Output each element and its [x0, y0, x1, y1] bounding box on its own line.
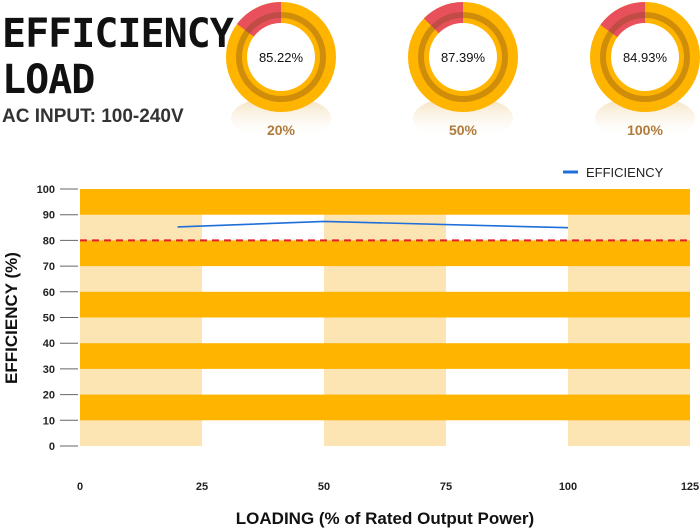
chart-row-band	[80, 343, 690, 369]
chart-row-band	[80, 291, 690, 318]
y-tick-label: 0	[49, 441, 55, 453]
x-tick-label: 50	[318, 481, 330, 493]
y-tick-label: 60	[43, 287, 55, 299]
x-tick-label: 25	[196, 481, 208, 493]
donut-reflection	[231, 96, 331, 140]
y-tick-label: 10	[43, 415, 55, 427]
donut-inner-ring	[236, 12, 326, 102]
donut-load-label: 50%	[449, 122, 478, 138]
chart-row-band	[80, 189, 690, 215]
donut-efficiency-label: 84.93%	[623, 50, 668, 65]
donut-inner-ring	[600, 12, 690, 102]
y-tick-label: 80	[43, 235, 55, 247]
page-title-line2: LOAD	[2, 57, 95, 103]
donut-center	[611, 23, 679, 91]
donut-reflection	[413, 96, 513, 140]
efficiency-donuts: 85.22% 20% 87.39% 50% 84.93% 100%	[226, 2, 700, 140]
x-axis-label: LOADING (% of Rated Output Power)	[236, 509, 534, 528]
x-tick-label: 75	[440, 481, 452, 493]
y-tick-label: 100	[37, 184, 55, 196]
donut-efficiency-label: 87.39%	[441, 50, 486, 65]
chart-row-band	[80, 240, 690, 267]
donut-efficiency-label: 85.22%	[259, 50, 304, 65]
x-tick-label: 0	[77, 481, 83, 493]
donut-load-label: 100%	[627, 122, 663, 138]
y-tick-label: 70	[43, 261, 55, 273]
x-tick-label: 125	[681, 481, 699, 493]
donut-center	[247, 23, 315, 91]
legend-label: EFFICIENCY	[586, 165, 664, 180]
y-tick-label: 40	[43, 338, 55, 350]
y-tick-label: 20	[43, 390, 55, 402]
y-tick-label: 30	[43, 364, 55, 376]
efficiency-line	[177, 220, 569, 229]
donut-load-label: 20%	[267, 122, 296, 138]
page-title-line1: EFFICIENCY	[2, 11, 234, 57]
donut-inner-ring	[418, 12, 508, 102]
chart-row-band	[80, 394, 690, 421]
y-tick-label: 90	[43, 210, 55, 222]
x-tick-label: 100	[559, 481, 577, 493]
donut-reflection	[595, 96, 695, 140]
y-tick-label: 50	[43, 313, 55, 325]
y-axis-label: EFFICIENCY (%)	[2, 252, 21, 384]
ac-input-subtitle: AC INPUT: 100-240V	[2, 106, 184, 127]
donut-center	[429, 23, 497, 91]
